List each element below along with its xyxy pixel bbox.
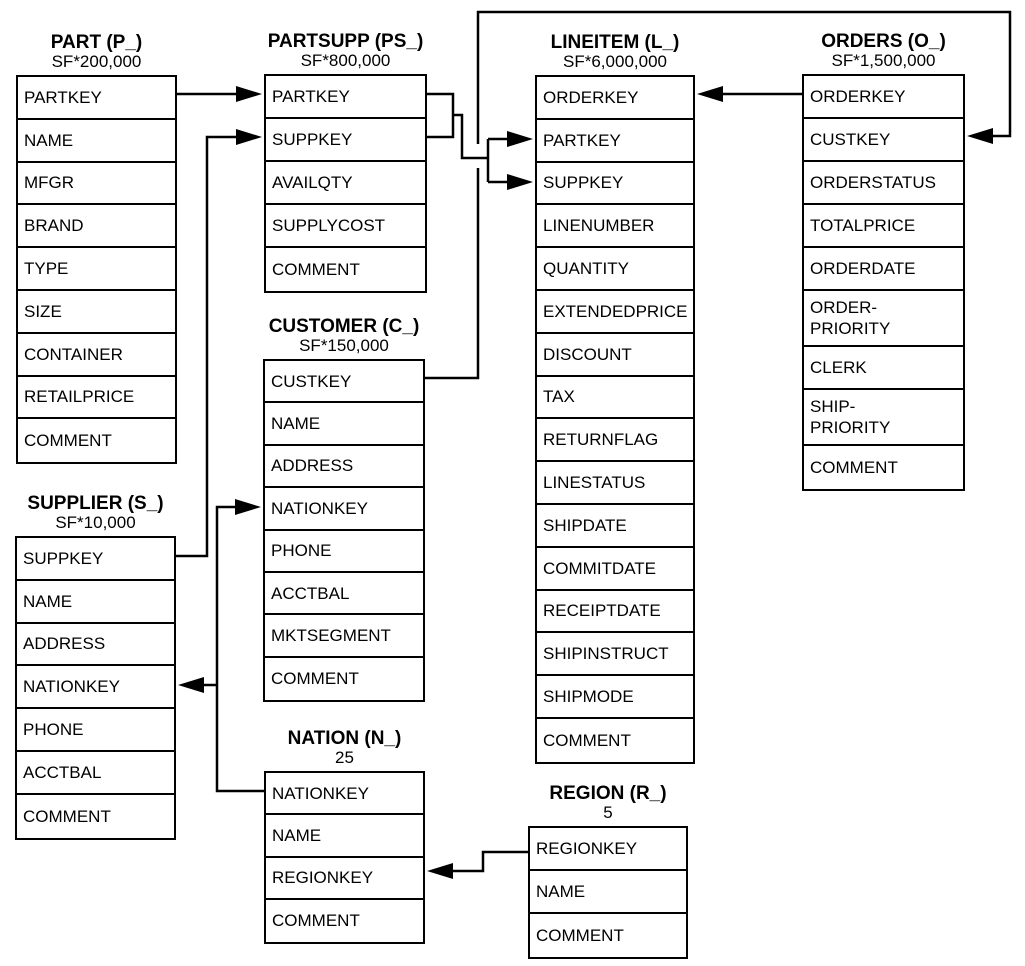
column-phone: PHONE (17, 709, 174, 752)
column-comment: COMMENT (272, 911, 360, 931)
column-nationkey: NATIONKEY (17, 666, 174, 710)
column-acctbal: ACCTBAL (17, 752, 174, 795)
column-shipinstruct: SHIPINSTRUCT (537, 633, 693, 677)
table-title-partsupp: PARTSUPP (PS_) (267, 31, 424, 52)
column-phone: PHONE (265, 531, 423, 573)
column-totalprice: TOTALPRICE (804, 205, 963, 248)
column-comment: COMMENT (23, 806, 111, 826)
table-title-orders: ORDERS (O_) (821, 31, 946, 52)
table-cardinality-partsupp: SF*800,000 (300, 51, 391, 70)
column-linenumber: LINENUMBER (537, 205, 693, 249)
column-ship-priority: SHIP- PRIORITY (804, 390, 963, 446)
column-partkey: PARTKEY (537, 120, 693, 163)
column-shipmode: SHIPMODE (537, 676, 693, 719)
arrowhead-right-icon (235, 499, 261, 515)
column-nationkey: NATIONKEY (266, 773, 423, 816)
column-regionkey: REGIONKEY (266, 858, 423, 900)
column-suppkey: SUPPKEY (17, 538, 174, 581)
arrowhead-left-icon (967, 128, 993, 144)
column-partkey: PARTKEY (18, 77, 175, 120)
column-custkey: CUSTKEY (804, 119, 963, 162)
column-suppkey: SUPPKEY (266, 119, 425, 162)
column-name: NAME (530, 871, 686, 914)
column-comment: COMMENT (543, 730, 631, 750)
arrowhead-right-icon (507, 131, 533, 147)
table-title-region: REGION (R_) (549, 783, 667, 804)
table-cardinality-supplier: SF*10,000 (55, 513, 136, 532)
column-orderdate: ORDERDATE (804, 248, 963, 291)
column-orderkey: ORDERKEY (537, 77, 693, 120)
table-title-nation: NATION (N_) (287, 728, 402, 749)
table-cardinality-customer: SF*150,000 (299, 336, 389, 355)
column-returnflag: RETURNFLAG (537, 419, 693, 463)
column-retailprice: RETAILPRICE (18, 377, 175, 420)
column-container: CONTAINER (18, 334, 175, 377)
column-tax: TAX (537, 377, 693, 420)
column-linestatus: LINESTATUS (537, 462, 693, 505)
table-title-part: PART (P_) (50, 32, 143, 53)
table-title-lineitem: LINEITEM (L_) (550, 32, 680, 53)
arrowhead-left-icon (178, 677, 204, 693)
table-cardinality-lineitem: SF*6,000,000 (563, 52, 667, 71)
column-brand: BRAND (18, 205, 175, 249)
column-regionkey: REGIONKEY (530, 828, 686, 871)
fk-orders-lineitem (697, 86, 802, 102)
column-suppkey: SUPPKEY (537, 163, 693, 206)
column-comment: COMMENT (271, 669, 359, 689)
table-cardinality-orders: SF*1,500,000 (831, 51, 936, 70)
arrowhead-right-icon (507, 174, 533, 190)
fk-nation-supplier (178, 677, 217, 693)
column-supplycost: SUPPLYCOST (266, 205, 425, 248)
fk-part-partsupp (177, 86, 262, 102)
column-size: SIZE (18, 291, 175, 334)
arrowhead-left-icon (697, 86, 723, 102)
column-acctbal: ACCTBAL (265, 573, 423, 616)
column-availqty: AVAILQTY (266, 162, 425, 205)
fk-partsupp-lineitem (427, 92, 533, 190)
column-type: TYPE (18, 248, 175, 291)
column-quantity: QUANTITY (537, 248, 693, 291)
column-clerk: CLERK (804, 347, 963, 390)
column-orderstatus: ORDERSTATUS (804, 162, 963, 205)
column-mktsegment: MKTSEGMENT (265, 615, 423, 658)
table-title-customer: CUSTOMER (C_) (268, 316, 420, 337)
column-comment: COMMENT (24, 431, 112, 451)
column-custkey: CUSTKEY (265, 361, 423, 404)
column-name: NAME (265, 403, 423, 446)
column-address: ADDRESS (265, 446, 423, 489)
column-commitdate: COMMITDATE (537, 548, 693, 591)
fk-region-nation (427, 850, 528, 879)
column-receiptdate: RECEIPTDATE (537, 591, 693, 634)
column-shipdate: SHIPDATE (537, 505, 693, 548)
column-nationkey: NATIONKEY (265, 488, 423, 531)
column-mfgr: MFGR (18, 163, 175, 206)
column-comment: COMMENT (272, 259, 360, 279)
table-cardinality-region: 5 (603, 803, 613, 822)
arrowhead-left-icon (427, 863, 453, 879)
table-cardinality-part: SF*200,000 (51, 52, 142, 71)
table-cardinality-nation: 25 (335, 748, 354, 767)
column-discount: DISCOUNT (537, 334, 693, 377)
column-partkey: PARTKEY (266, 76, 425, 119)
arrowhead-right-icon (236, 86, 262, 102)
column-name: NAME (266, 815, 423, 858)
table-title-supplier: SUPPLIER (S_) (27, 493, 164, 514)
column-comment: COMMENT (536, 925, 624, 945)
column-name: NAME (18, 120, 175, 163)
column-address: ADDRESS (17, 624, 174, 667)
column-extendedprice: EXTENDEDPRICE (537, 291, 693, 334)
column-name: NAME (17, 581, 174, 624)
column-comment: COMMENT (810, 457, 898, 477)
column-order-priority: ORDER- PRIORITY (804, 291, 963, 347)
arrowhead-right-icon (236, 129, 262, 145)
column-orderkey: ORDERKEY (804, 76, 963, 119)
